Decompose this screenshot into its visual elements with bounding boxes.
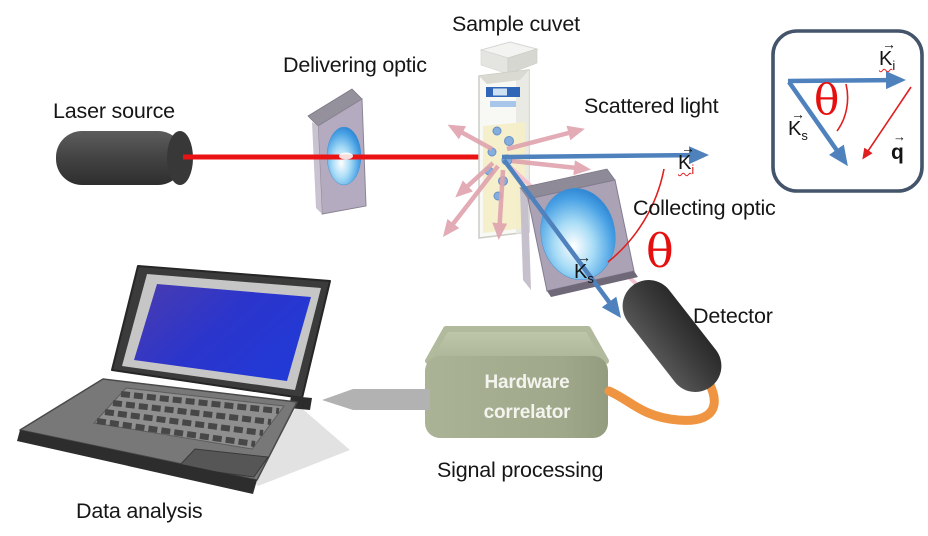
data-analysis-label: Data analysis: [76, 499, 203, 523]
k-incident-label: → Ki: [678, 140, 695, 177]
inset-theta-arc: [836, 83, 849, 132]
delivering-optic-illustration: [307, 88, 367, 215]
theta-symbol-main: θ: [646, 224, 674, 278]
wave-vector-inset-diagram: [771, 29, 924, 193]
inset-ki-label: → Ki: [879, 36, 896, 73]
inset-q-label: → q: [891, 129, 906, 164]
laptop-keyboard: [93, 387, 285, 450]
beam-focus-glow: [339, 152, 353, 160]
laser-source-illustration: [56, 131, 193, 185]
vector-arrow-icon: →: [893, 129, 906, 144]
inset-ks-arrow: [787, 80, 848, 167]
k-scattered-label: → Ks: [574, 249, 594, 286]
delivering-optic-label: Delivering optic: [283, 53, 427, 77]
laptop-shadow: [250, 405, 350, 486]
detector-illustration: [622, 280, 722, 392]
sample-cuvet-label: Sample cuvet: [452, 12, 580, 36]
k-incident-arrow: [501, 146, 709, 165]
data-flow-arrow: [322, 389, 430, 410]
hardware-correlator-label: Hardware correlator: [443, 368, 611, 429]
laptop-illustration: [17, 265, 350, 494]
hardware-correlator-illustration: [425, 326, 609, 438]
inset-border: [771, 29, 924, 193]
scattered-light-arrows: [442, 124, 591, 240]
collecting-optic-illustration: [519, 168, 638, 297]
hardware-correlator-line2: correlator: [483, 402, 571, 424]
hardware-correlator-line1: Hardware: [484, 372, 570, 393]
laptop-touchpad: [176, 448, 269, 478]
scattered-light-label: Scattered light: [584, 94, 719, 118]
collecting-optic-label: Collecting optic: [633, 196, 776, 220]
laptop-screen: [134, 284, 311, 381]
theta-symbol-inset: θ: [814, 75, 840, 124]
vector-arrow-icon: →: [681, 140, 695, 156]
laser-source-label: Laser source: [53, 99, 175, 123]
signal-processing-label: Signal processing: [437, 458, 604, 482]
theta-angle-arc: [607, 168, 665, 263]
vector-arrow-icon: →: [577, 249, 591, 265]
inset-q-arrow: [862, 86, 912, 160]
vector-arrow-icon: →: [882, 36, 896, 52]
vector-arrow-icon: →: [791, 106, 805, 122]
inset-ki-arrow: [787, 71, 906, 90]
detector-label: Detector: [693, 304, 773, 328]
inset-ks-label: → Ks: [788, 106, 808, 143]
k-scattered-arrow: [502, 158, 621, 319]
